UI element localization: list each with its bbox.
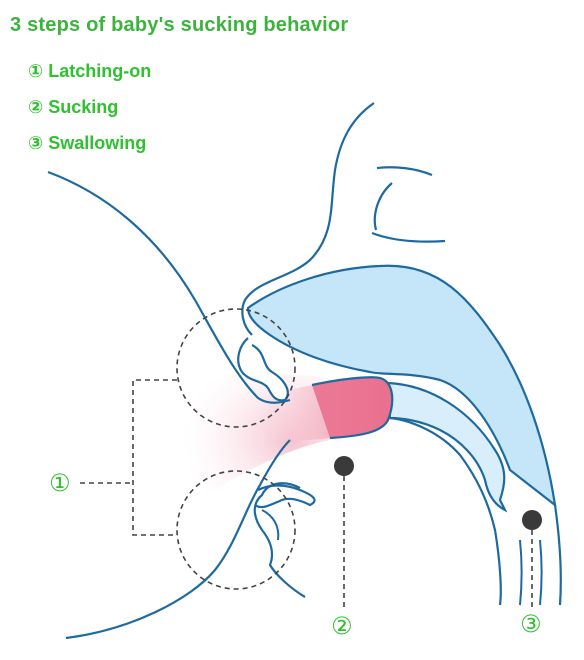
- eye-line-top: [376, 166, 433, 177]
- callout-sucking: ②: [331, 613, 353, 640]
- esophagus-right: [539, 539, 543, 606]
- diagram-title: 3 steps of baby's sucking behavior: [10, 14, 349, 36]
- swallowing-marker: [522, 510, 542, 530]
- tongue: [386, 381, 508, 513]
- step-latching-on: ① Latching-on: [28, 61, 152, 81]
- nipple-tip: [311, 376, 394, 440]
- upper-lip: [237, 337, 289, 402]
- breast-outline-bottom: [65, 439, 291, 640]
- step-sucking: ② Sucking: [28, 97, 119, 117]
- step-swallowing: ③ Swallowing: [28, 133, 147, 153]
- latching-zone-lower: [176, 470, 296, 590]
- face-outline: [241, 102, 375, 336]
- callout-latching: ①: [49, 470, 71, 497]
- callout-swallowing: ③: [520, 611, 542, 638]
- eye-curve: [373, 182, 393, 231]
- breast-outline-top: [47, 170, 291, 404]
- steps-list: ① Latching-on ② Sucking ③ Swallowing: [28, 60, 151, 168]
- throat-right: [553, 504, 562, 606]
- throat-left: [389, 416, 502, 606]
- latching-zone-upper: [176, 308, 296, 428]
- latching-bracket: [132, 379, 177, 536]
- chin-outline: [253, 482, 306, 598]
- sucking-marker: [334, 456, 354, 476]
- chin-inner: [261, 509, 280, 541]
- eye-line-bottom: [371, 231, 446, 243]
- esophagus-left: [519, 539, 523, 606]
- palate-region: [246, 264, 557, 508]
